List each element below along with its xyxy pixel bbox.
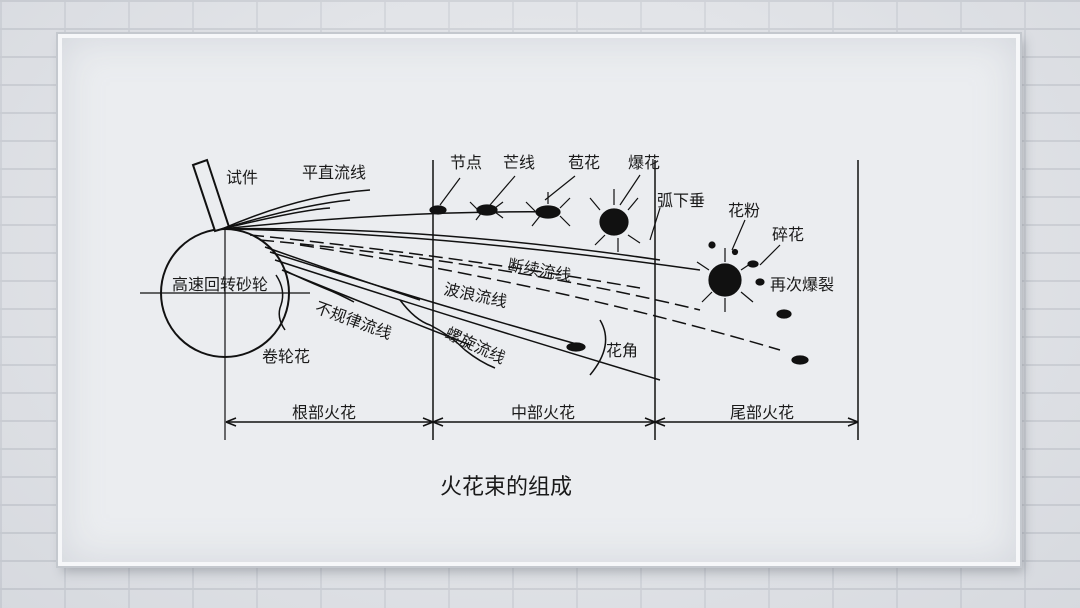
label-arc-droop: 弧下垂 bbox=[657, 191, 705, 210]
label-bud-spark: 苞花 bbox=[568, 153, 600, 172]
label-straight-streamline: 平直流线 bbox=[302, 163, 366, 182]
label-irregular-streamline: 不规律流线 bbox=[313, 298, 395, 343]
section-middle: 中部火花 bbox=[511, 403, 575, 422]
label-broken-streamline: 断续流线 bbox=[506, 255, 572, 285]
label-specimen: 试件 bbox=[226, 168, 258, 187]
irregular-streamlines bbox=[275, 269, 355, 331]
section-root: 根部火花 bbox=[292, 403, 356, 422]
node-dot bbox=[429, 205, 447, 215]
bud-spark bbox=[525, 192, 571, 227]
spark-angle-arc bbox=[589, 319, 607, 376]
diagram-title: 火花束的组成 bbox=[440, 475, 572, 500]
dimension-arrows bbox=[225, 417, 859, 427]
broken-streamlines bbox=[249, 234, 781, 351]
tail-fragment bbox=[791, 355, 809, 365]
wave-streamlines bbox=[264, 246, 661, 381]
label-wheel: 高速回转砂轮 bbox=[172, 275, 268, 294]
label-pollen: 花粉 bbox=[728, 201, 760, 220]
label-curl-spark: 卷轮花 bbox=[262, 347, 310, 366]
straight-streamlines bbox=[221, 189, 701, 271]
spiral-node bbox=[566, 342, 586, 352]
leader-lines bbox=[439, 174, 781, 266]
label-burst-spark: 爆花 bbox=[628, 153, 660, 172]
whiteboard-frame bbox=[58, 34, 1020, 566]
label-wave-streamline: 波浪流线 bbox=[442, 279, 509, 311]
label-node: 节点 bbox=[450, 153, 482, 172]
specimen-bar bbox=[191, 158, 231, 233]
pollen-fragment-cluster bbox=[696, 241, 765, 312]
burst-spark bbox=[589, 189, 641, 252]
label-awn-line: 芒线 bbox=[503, 153, 535, 172]
label-re-burst: 再次爆裂 bbox=[770, 275, 834, 294]
re-burst-fragment bbox=[776, 309, 792, 319]
section-tail: 尾部火花 bbox=[730, 403, 794, 422]
awn-spark bbox=[469, 201, 504, 221]
label-fragment: 碎花 bbox=[772, 225, 804, 244]
label-spark-angle: 花角 bbox=[606, 341, 638, 360]
